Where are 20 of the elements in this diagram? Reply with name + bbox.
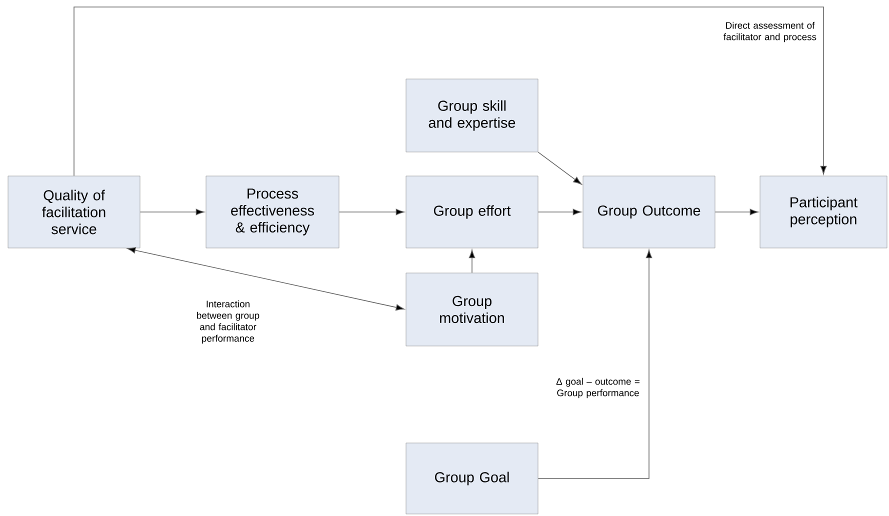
process-box: Group effort (406, 176, 538, 248)
process-box: Group skill and expertise (406, 78, 538, 152)
process-box: Group motivation (406, 272, 538, 346)
arrow (538, 250, 652, 479)
edge-label: Direct assessment of facilitator and process (718, 20, 822, 44)
process-box: Quality of facilitation service (8, 176, 140, 248)
arrow (140, 208, 204, 216)
arrow (714, 208, 758, 216)
arrow (74, 6, 827, 176)
process-box: Participant perception (760, 176, 888, 248)
arrow (338, 208, 404, 216)
arrow (538, 208, 582, 216)
arrow (468, 250, 476, 274)
process-box: Group Goal (406, 442, 538, 514)
edge-label: Δ goal – outcome = Group performance (548, 376, 648, 400)
arrow (127, 247, 404, 311)
process-box: Group Outcome (582, 176, 716, 248)
edge-label: Interaction between group and facilitator performance (190, 299, 266, 345)
arrow (538, 152, 582, 185)
process-box: Process effectiveness & efficiency (206, 176, 340, 248)
